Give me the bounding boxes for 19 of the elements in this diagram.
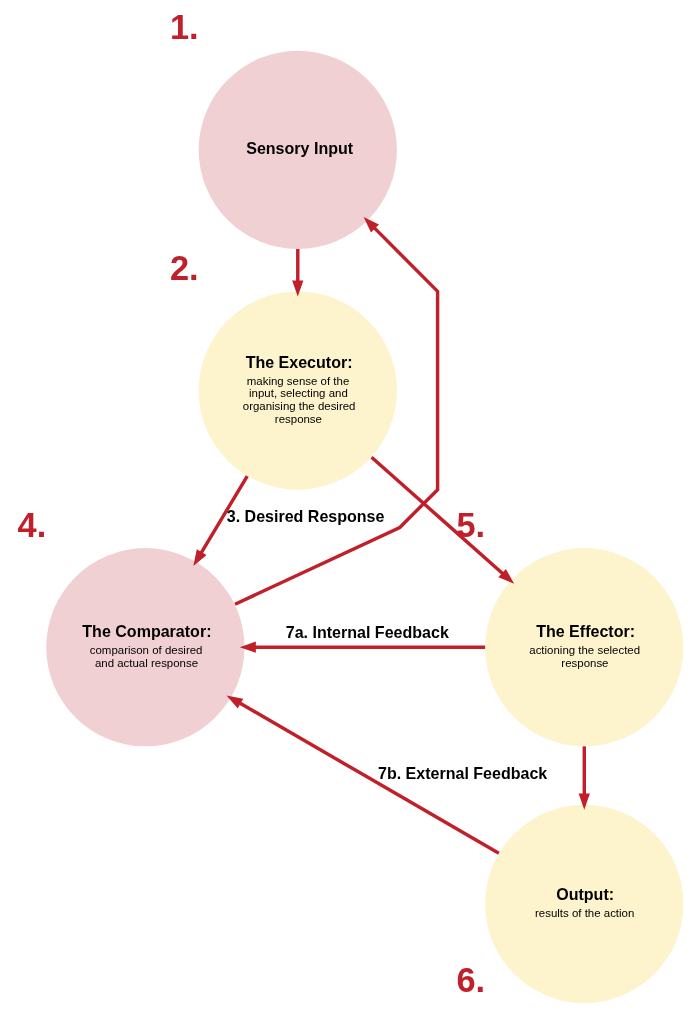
node-circle: Output: results of the action xyxy=(484,804,683,1004)
arrow xyxy=(291,249,303,297)
node-label: 2. xyxy=(169,248,199,287)
arrow xyxy=(578,746,590,810)
node-label: 1. xyxy=(169,8,199,47)
arrow xyxy=(192,475,249,566)
node-circle: Sensory Input xyxy=(198,50,397,249)
node-circle: The Effector: actioning the selected response xyxy=(484,548,683,747)
node-circle: The Executor: making sense of the input, selecting and organising the desired response xyxy=(198,291,397,490)
edge-label: 7a. Internal Feedback xyxy=(285,623,449,642)
edge-label: 3. Desired Response xyxy=(226,506,384,525)
arrow xyxy=(226,695,500,855)
arrow xyxy=(239,641,485,653)
edge-label: 7b. External Feedback xyxy=(377,763,547,782)
arrow xyxy=(369,455,514,584)
node-label: 4. xyxy=(17,505,46,544)
node-label: 5. xyxy=(456,505,485,544)
node-label: 6. xyxy=(456,960,485,999)
arrow xyxy=(233,217,439,606)
